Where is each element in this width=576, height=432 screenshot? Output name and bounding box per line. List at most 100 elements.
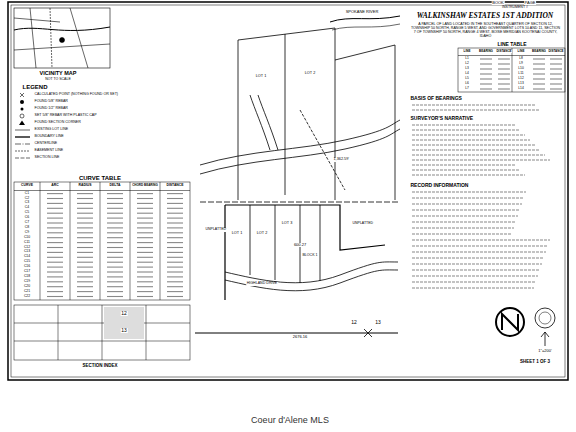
road-name: HIGHLAND DRIVE (246, 282, 278, 286)
table-header: RADIUS (78, 184, 92, 187)
lot-label: LOT 3 (281, 222, 292, 226)
line-table-grid (458, 48, 565, 92)
legend-symbol (20, 114, 24, 118)
lot-label: LOT 2 (256, 232, 267, 236)
line-number: L3 (465, 67, 470, 70)
curve-number: C16 (23, 265, 30, 268)
section-heading: LEGEND (22, 84, 48, 90)
sheet-border (8, 2, 568, 380)
surveyor-seal (496, 308, 555, 346)
table-header: CHORD BEARING (132, 184, 159, 187)
legend-text: FOUND 1/2" REBAR (34, 107, 68, 111)
line-number: L4 (465, 72, 470, 75)
legend-symbol (20, 93, 24, 97)
section-index (14, 305, 190, 360)
book-field: BOOK (492, 1, 505, 5)
curve-number: C4 (24, 206, 29, 209)
line-number: L14 (518, 87, 525, 90)
curve-number: C10 (23, 236, 30, 239)
curve-number: C18 (23, 275, 30, 278)
curve-number: C11 (24, 241, 31, 244)
table-header: LINE (517, 50, 525, 53)
dimension: 1,362.59' (333, 158, 350, 162)
dimension: 600.27 (293, 243, 306, 247)
table-header: ARC (51, 184, 59, 187)
legend-symbol (15, 151, 30, 152)
section-heading: SURVEYOR'S NARRATIVE (410, 116, 474, 121)
curve-number: C1 (24, 192, 29, 195)
page-field: PAGE (524, 1, 536, 5)
plat-title: WALKINSHAW ESTATES 1ST ADDITION (417, 12, 554, 20)
legend-symbol (15, 144, 30, 145)
legend-text: SECTION LINE (34, 156, 60, 160)
section-number: 12 (121, 311, 128, 316)
section-number: 13 (121, 328, 128, 333)
curve-number: C8 (24, 226, 29, 229)
curve-table-grid (14, 182, 190, 300)
legend-symbol (15, 158, 30, 159)
section-heading: RECORD INFORMATION (410, 183, 469, 188)
table-header: DISTANCE (496, 50, 512, 53)
curve-number: C12 (23, 246, 30, 249)
line-number: L10 (518, 67, 525, 70)
legend-text: BOUNDARY LINE (34, 135, 64, 139)
line-number: L1 (465, 57, 470, 60)
line-number: L9 (519, 62, 524, 65)
legend-text: SET 5/8" REBAR WITH PLASTIC CAP (34, 114, 97, 118)
legend-text: EXISTING LOT LINE (34, 128, 69, 132)
line-number: L2 (465, 62, 470, 65)
curve-number: C9 (24, 231, 29, 234)
line-number: L6 (465, 82, 470, 85)
table-header: BEARING (479, 50, 494, 53)
line-number: L12 (518, 77, 525, 80)
curve-number: C20 (23, 285, 30, 288)
legend-text: EASEMENT LINE (34, 149, 64, 153)
legal-description: A PARCEL OF LAND LOCATED IN THE SOUTHEAS… (410, 22, 561, 39)
table-header: DISTANCE (166, 184, 184, 187)
lot-label: LOT 1 (255, 75, 266, 79)
curve-number: C13 (23, 250, 30, 253)
legend-symbol (15, 137, 30, 138)
section-heading: BASIS OF BEARINGS (410, 96, 462, 101)
curve-number: C22 (23, 295, 30, 298)
section-heading: LINE TABLE (497, 42, 527, 47)
line-number: L13 (518, 82, 525, 85)
block-label: BLOCK 1 (302, 254, 318, 258)
parcel-note: UNPLATTED (352, 222, 374, 226)
legend-text: FOUND 5/8" REBAR (34, 100, 68, 104)
table-header: BEARING (532, 50, 547, 53)
curve-number: C7 (24, 221, 29, 224)
line-number: L11 (518, 72, 524, 75)
river-name: SPOKANE RIVER (345, 10, 379, 14)
section-heading: SECTION INDEX (82, 364, 118, 369)
instrument-field: INSTRUMENT # (502, 6, 529, 10)
legend-symbol (19, 121, 25, 126)
table-header: DELTA (109, 184, 121, 187)
legend-symbols (15, 93, 30, 158)
section-number: 13 (375, 320, 382, 325)
curve-number: C21 (23, 290, 30, 293)
lot-label: LOT 1 (231, 232, 242, 236)
fine-print (47, 59, 562, 297)
legend-symbol (21, 108, 24, 111)
legend-symbol (15, 130, 30, 131)
vicinity-map (14, 8, 110, 68)
legend-text: CALCULATED POINT (NOTHING FOUND OR SET) (34, 93, 119, 97)
section-heading: VICINITY MAP (39, 71, 77, 77)
curve-number: C19 (23, 280, 30, 283)
curve-number: C15 (23, 260, 30, 263)
parcel-note: UNPLATTED (205, 228, 227, 232)
legend-text: FOUND SECTION CORNER (34, 121, 81, 125)
curve-number: C5 (24, 211, 29, 214)
curve-number: C6 (24, 216, 29, 219)
curve-number: C17 (23, 270, 30, 273)
dimension: 2676.16 (292, 335, 307, 339)
curve-number: C2 (24, 197, 29, 200)
legend-symbol (20, 100, 24, 104)
section-number: 12 (351, 320, 358, 325)
scale-note: 1"=200' (538, 349, 552, 353)
sheet-number: SHEET 1 OF 3 (519, 360, 550, 365)
table-header: LINE (463, 50, 471, 53)
scale-note: NOT TO SCALE (45, 78, 71, 82)
